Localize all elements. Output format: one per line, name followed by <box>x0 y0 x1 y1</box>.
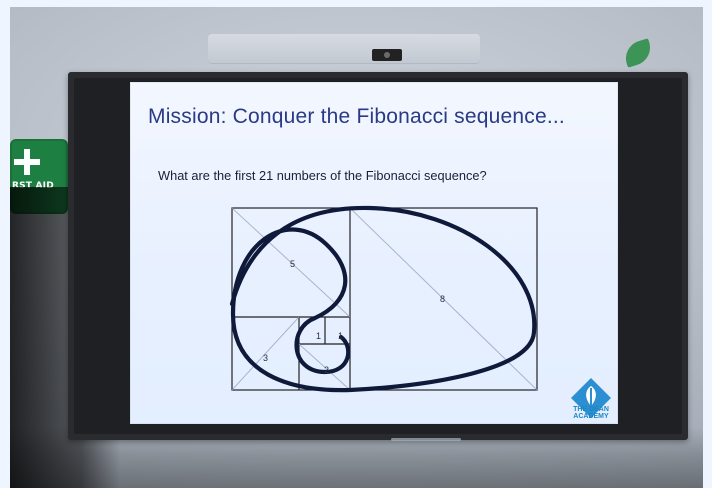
label-1-left: 1 <box>316 331 321 341</box>
fibonacci-spiral <box>229 205 537 393</box>
diagram-guide-diagonal-3 <box>231 316 300 391</box>
first-aid-label: RST AID <box>12 181 54 191</box>
cross-icon <box>14 149 40 175</box>
school-logo-line-1: THE DEAN <box>573 406 609 413</box>
label-8: 8 <box>440 294 445 304</box>
label-5: 5 <box>290 259 295 269</box>
academy-logo-icon <box>571 378 611 418</box>
school-logo-line-2: ACADEMY <box>573 413 609 420</box>
slide-title: Mission: Conquer the Fibonacci sequence.… <box>148 105 565 128</box>
label-3: 3 <box>263 353 268 363</box>
presentation-slide: Mission: Conquer the Fibonacci sequence.… <box>130 82 618 424</box>
label-1-right: 1 <box>338 331 343 341</box>
diagram-guide-diagonal-2 <box>298 343 351 391</box>
label-2: 2 <box>324 365 329 375</box>
screen-sensor <box>391 438 461 441</box>
fibonacci-diagram: 5 8 3 1 1 2 <box>229 205 538 393</box>
projector-mount <box>208 34 480 63</box>
camera-icon <box>372 49 402 61</box>
diagram-guide-diagonal-5 <box>231 207 351 318</box>
classroom-photo: RST AID Mission: Conquer the Fibonacci s… <box>10 7 703 488</box>
school-logo: THE DEAN ACADEMY <box>567 376 615 420</box>
slide-question: What are the first 21 numbers of the Fib… <box>158 168 487 183</box>
school-logo-text: THE DEAN ACADEMY <box>567 406 615 420</box>
